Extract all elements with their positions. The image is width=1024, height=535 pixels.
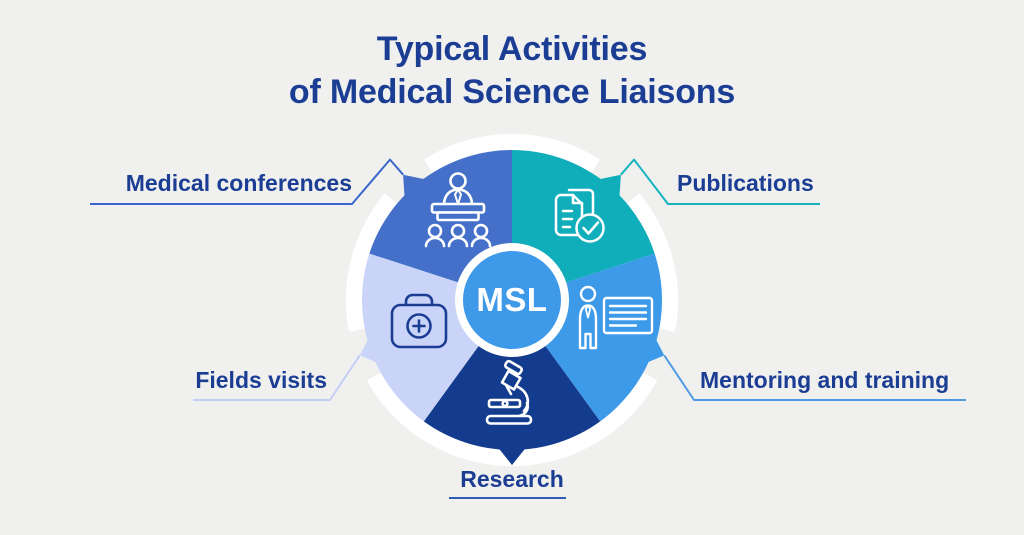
title-line-2: of Medical Science Liaisons	[288, 73, 736, 111]
trainer-tie	[584, 304, 592, 319]
title-line-1: Typical Activities	[376, 30, 648, 68]
trainer-body	[578, 304, 598, 350]
connector-mentoring	[663, 354, 966, 401]
label-publications: Publications	[677, 170, 814, 196]
tail-mentoring	[640, 332, 665, 366]
audience-body-2	[447, 236, 469, 248]
approval-circle	[575, 213, 605, 243]
documents-approval-icon	[554, 188, 605, 243]
tail-publications	[592, 174, 621, 204]
back-document	[567, 188, 595, 220]
trainer-head	[579, 285, 597, 303]
msl-center-label: MSL	[476, 281, 548, 318]
medical-bag-icon	[390, 293, 448, 349]
tail-research	[494, 443, 530, 465]
page-title: Typical Activities of Medical Science Lia…	[0, 28, 1024, 114]
tail-medical-conferences	[403, 174, 432, 204]
label-fields-visits: Fields visits	[195, 367, 327, 393]
connector-publications	[620, 158, 820, 205]
center-hub	[463, 251, 561, 349]
podium-presenter-icon	[424, 172, 492, 248]
microscope-icon	[485, 359, 533, 425]
audience-body-3	[470, 236, 492, 248]
board-lines	[608, 304, 648, 327]
bag-plus	[412, 319, 426, 333]
microscope-eyepiece-cap	[504, 359, 523, 376]
document-fold	[571, 193, 584, 205]
microscope-arm	[516, 385, 530, 413]
audience-body-1	[424, 236, 446, 248]
label-research: Research	[460, 466, 564, 492]
microscope-objective	[504, 383, 513, 396]
presentation-board	[602, 296, 654, 335]
connector-medical-conferences	[90, 158, 404, 205]
bag-cross-circle	[406, 313, 432, 339]
label-medical-conferences: Medical conferences	[125, 170, 352, 196]
stage-hole	[501, 399, 509, 408]
podium-body	[436, 211, 480, 222]
connector-fields-visits	[193, 354, 361, 401]
microscope-base	[485, 414, 533, 425]
label-mentoring-and-training: Mentoring and training	[700, 367, 950, 393]
document-lines	[561, 209, 574, 229]
tail-fields-visits	[359, 332, 384, 366]
check-mark	[582, 221, 600, 235]
trainer-presentation-icon	[578, 285, 654, 350]
